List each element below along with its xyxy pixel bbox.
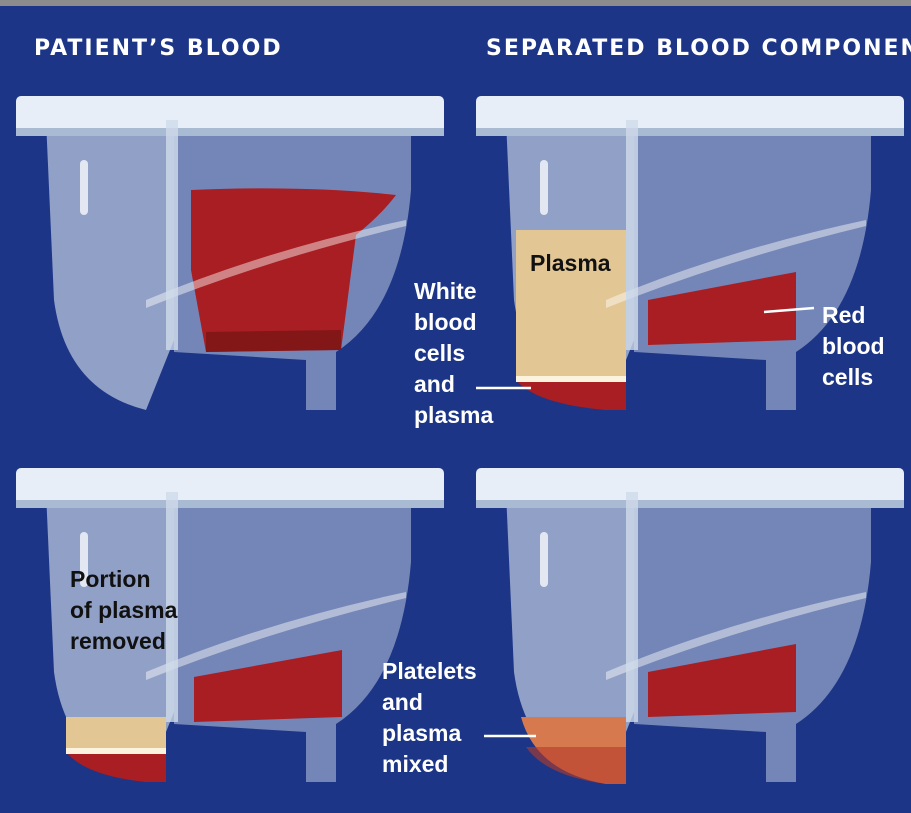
container-illustration [466, 462, 906, 812]
panel-separated-components: Plasma White blood cells and plasma Red … [466, 90, 906, 440]
container-illustration [6, 90, 446, 440]
label-plasma: Plasma [530, 248, 611, 279]
heading-separated-components: SEPARATED BLOOD COMPONENTS [486, 36, 911, 61]
white-cells-layer [66, 752, 166, 782]
label-platelets-mixed: Platelets and plasma mixed [382, 656, 477, 780]
panel-patient-blood [6, 90, 446, 440]
panel-plasma-removed: Portion of plasma removed [6, 462, 446, 812]
heading-patients-blood: PATIENT’S BLOOD [34, 36, 283, 61]
label-white-blood-cells: White blood cells and plasma [414, 276, 493, 431]
label-red-blood-cells: Red blood cells [822, 300, 885, 393]
white-cells-layer [516, 380, 626, 410]
panel-platelets-mixed: Platelets and plasma mixed [466, 462, 906, 812]
remaining-plasma-layer [66, 717, 166, 752]
label-plasma-removed: Portion of plasma removed [70, 564, 177, 657]
